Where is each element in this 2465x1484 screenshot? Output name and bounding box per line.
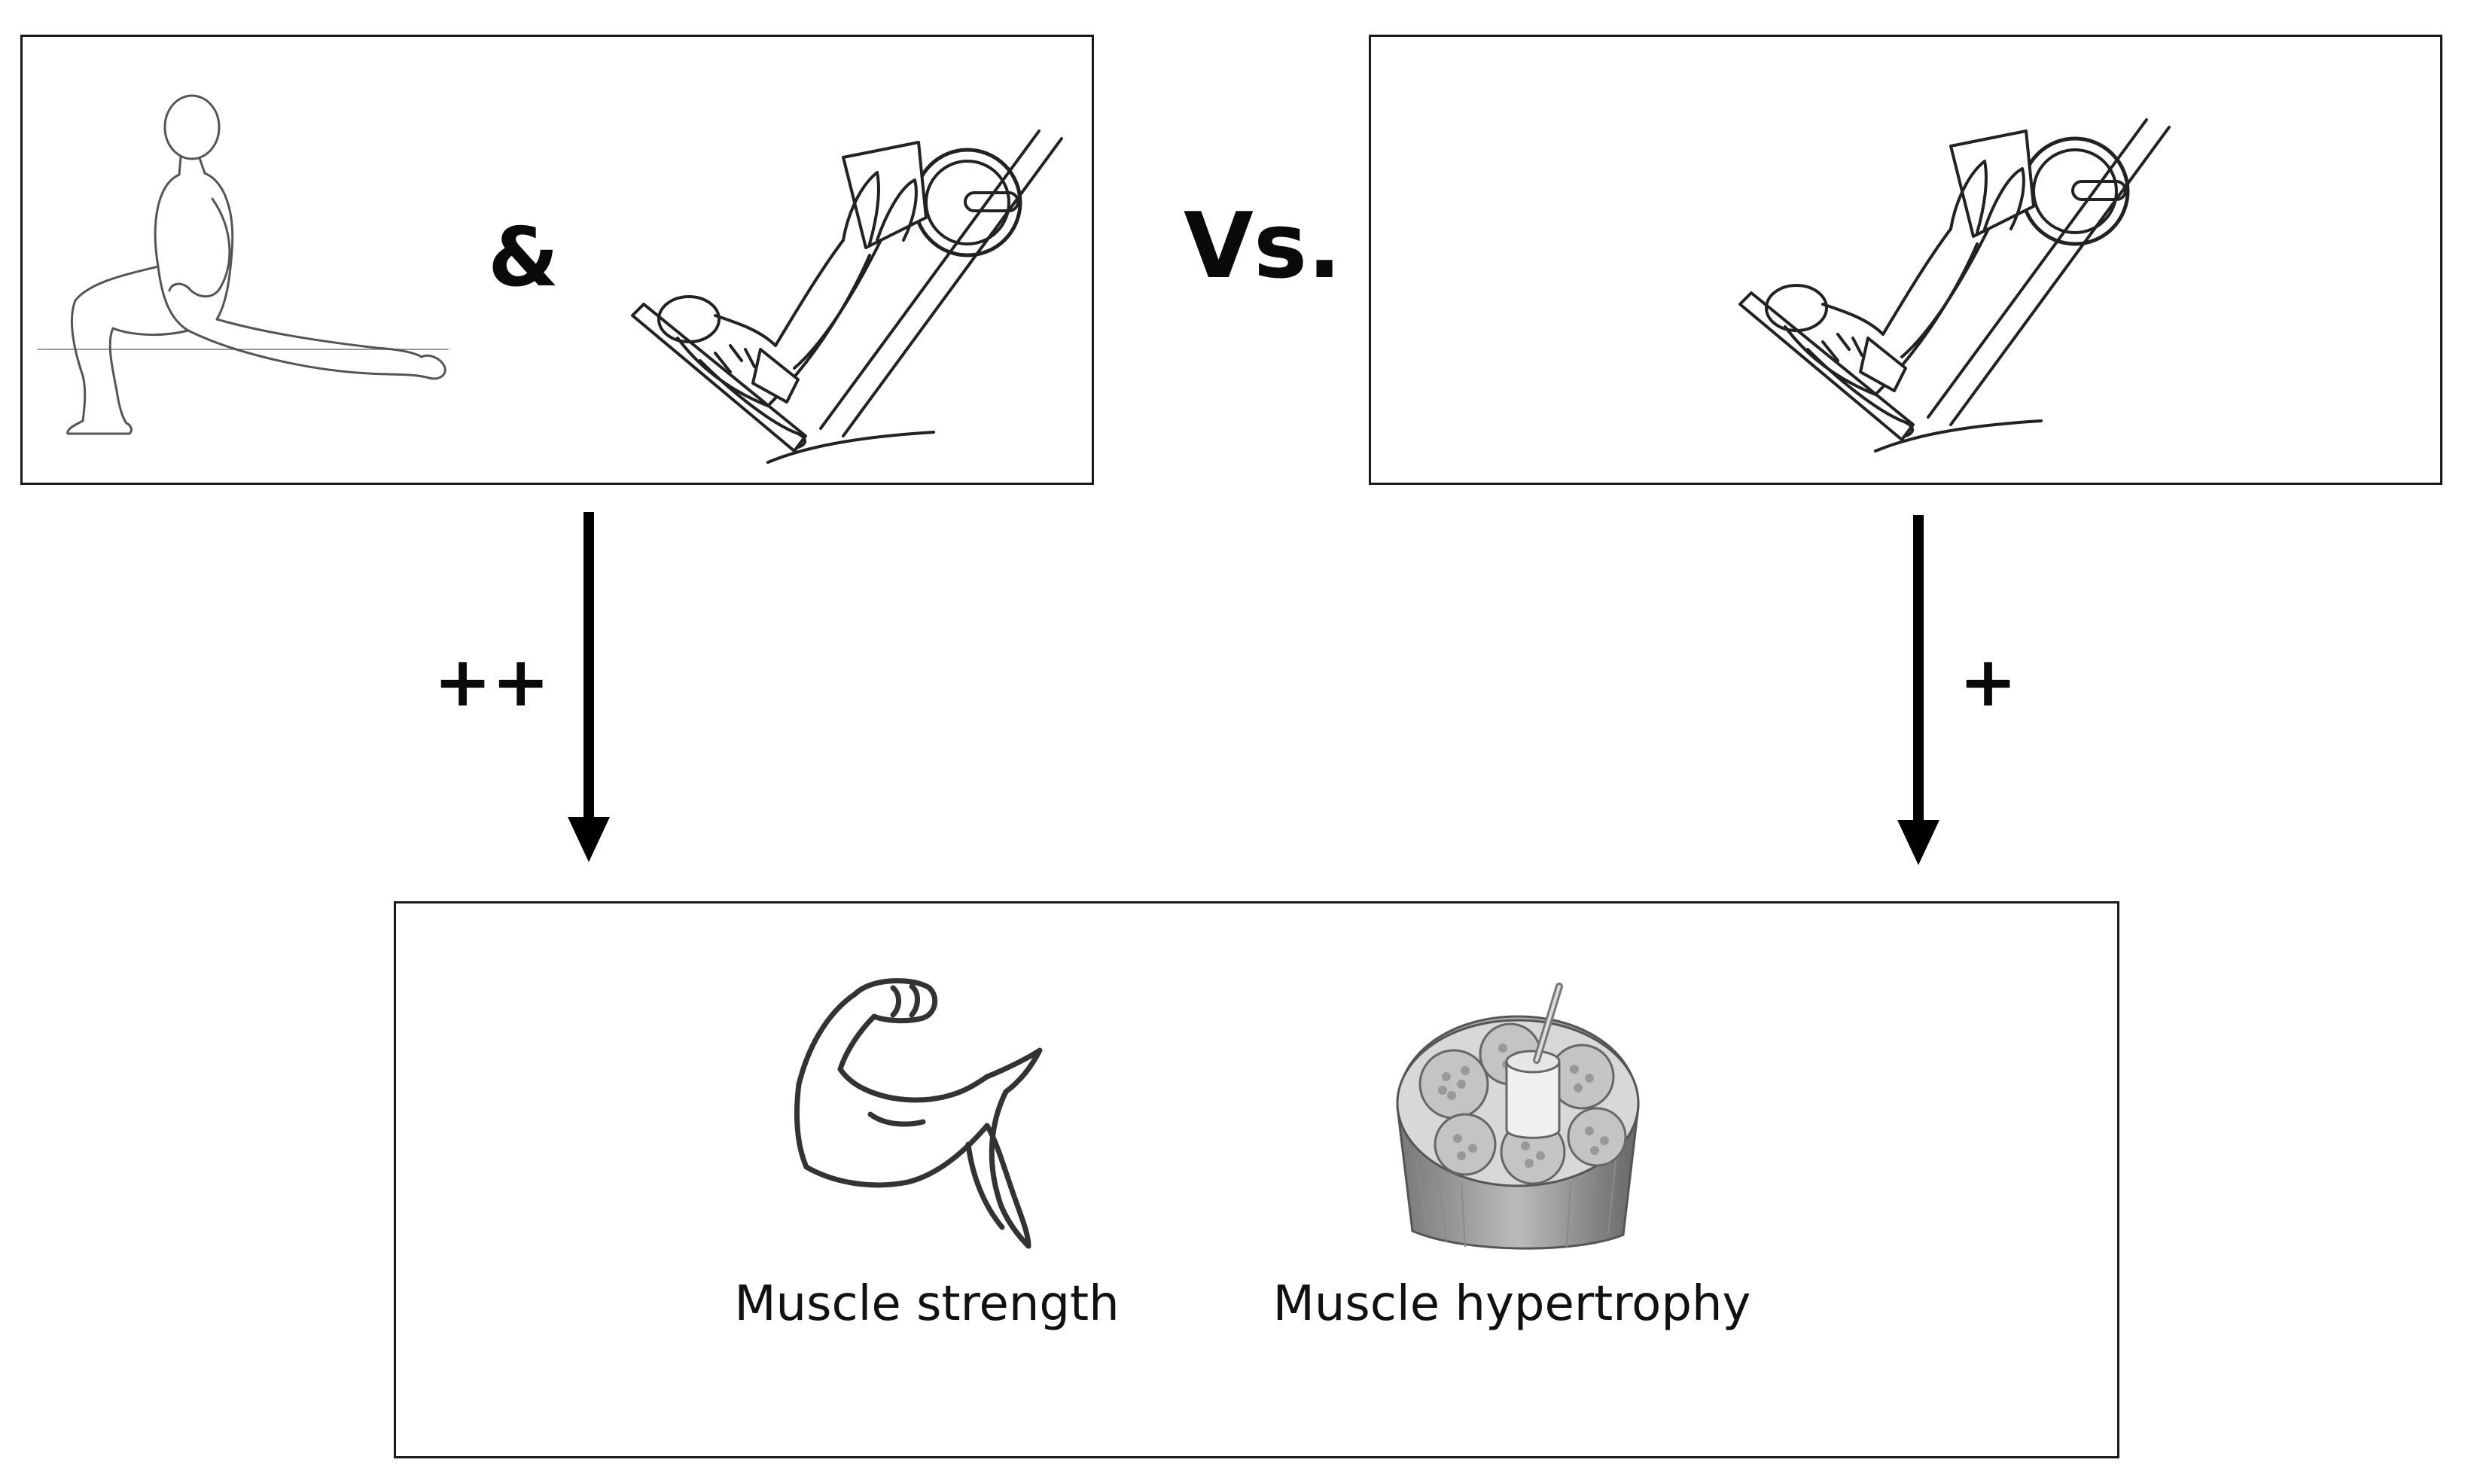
and-symbol: & bbox=[488, 211, 559, 305]
combined-training-panel: & bbox=[20, 35, 1094, 485]
leg-press-machine-icon bbox=[631, 130, 1063, 464]
resistance-training-panel bbox=[1369, 35, 2442, 485]
flexed-bicep-icon bbox=[794, 978, 1043, 1249]
outcomes-panel: Muscle strength Muscle hypertrophy bbox=[394, 901, 2119, 1458]
muscle-strength-label: Muscle strength bbox=[734, 1276, 1120, 1332]
right-down-arrow bbox=[1897, 515, 1939, 865]
leg-press-machine-icon bbox=[1738, 118, 2171, 453]
strong-effect-label: ++ bbox=[434, 641, 550, 722]
versus-label: Vs. bbox=[1184, 194, 1342, 299]
left-down-arrow bbox=[568, 512, 610, 862]
moderate-effect-label: + bbox=[1959, 641, 2018, 722]
muscle-cross-section-icon bbox=[1396, 983, 1640, 1250]
muscle-hypertrophy-label: Muscle hypertrophy bbox=[1272, 1276, 1751, 1332]
kneeling-stretch-figure-icon bbox=[38, 94, 449, 435]
